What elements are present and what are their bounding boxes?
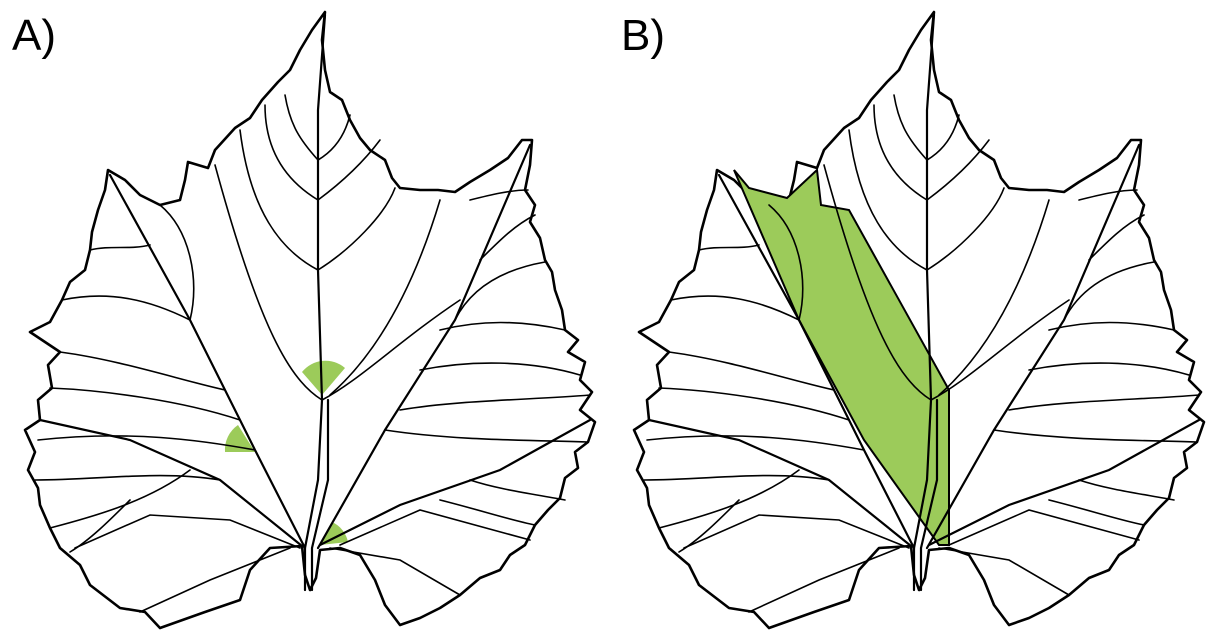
panel-label-a: A) [12, 14, 56, 58]
panel-b: B) [609, 0, 1218, 644]
panel-label-b: B) [621, 14, 665, 58]
panel-a: A) [0, 0, 609, 644]
leaf-diagram-a [0, 0, 609, 644]
leaf-diagram-b [609, 0, 1218, 644]
